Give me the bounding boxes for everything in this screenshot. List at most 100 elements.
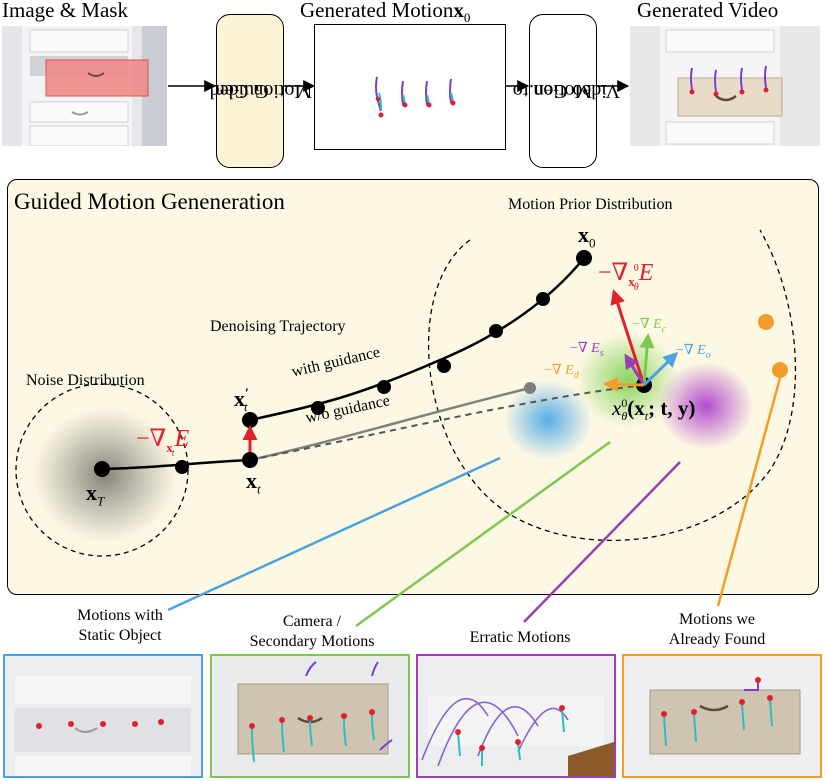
denoising-trajectory-label: Denoising Trajectory (210, 318, 346, 335)
grad-o-arrow (642, 351, 679, 387)
grad-c-nabla: −∇ (632, 317, 650, 332)
xt-prime-label: x′t (234, 386, 249, 415)
grad-s-sub: s (599, 347, 604, 359)
xt-prime-sub: t (243, 399, 248, 415)
point-x0 (576, 250, 592, 266)
xt-label: xt (246, 468, 261, 497)
caption-found-1: Motions we (679, 611, 755, 628)
point-xt-prime (242, 412, 258, 428)
grad-top-E: E (638, 260, 654, 286)
grad-top-subsup: 0 (633, 263, 639, 274)
caption-erratic-1: Erratic Motions (469, 629, 571, 646)
xT-symbol: x (86, 480, 97, 505)
grad-s-label: −∇ Es (570, 340, 604, 359)
xT-sub: T (97, 493, 105, 509)
caption-static-1: Motions with (77, 607, 163, 624)
image-mask-title: Image & Mask (2, 0, 128, 22)
top-arrows (168, 80, 630, 92)
x0hat-rest: ; t, y) (648, 396, 696, 420)
panel-static-object (3, 654, 203, 778)
generated-video-title: Generated Video (637, 0, 779, 22)
grad-c-E: E (653, 317, 662, 332)
grad-o-label: −∇ Eo (676, 342, 711, 361)
xt-sub: t (257, 481, 261, 497)
image-mask-thumbnail (2, 26, 167, 146)
cabinet-drawing (2, 26, 167, 146)
generated-motion-sub: 0 (463, 10, 471, 26)
leader-blue (167, 456, 501, 612)
grad-s-nabla: −∇ (570, 341, 588, 356)
unguided-endpoint (524, 382, 536, 394)
static-motion-blob (504, 380, 592, 460)
caption-found-2: Already Found (668, 631, 766, 648)
x0-sub: 0 (589, 235, 596, 251)
grad-s-E: E (591, 341, 600, 356)
x0hat-args-sub: t (644, 409, 649, 424)
generated-motion-canvas (314, 24, 506, 150)
grad-c-label: −∇ Ec (632, 316, 666, 335)
guidance-arrow-x0 (610, 289, 646, 386)
caption-camera-1: Camera / (282, 613, 342, 630)
grad-s-arrow (624, 353, 646, 386)
generated-motion-symbol: x (453, 0, 464, 22)
x0hat-args: (x (627, 396, 645, 420)
grad-left-sub: x (166, 439, 173, 455)
caption-camera-2: Secondary Motions (249, 633, 375, 650)
generated-video-drawing (630, 26, 820, 146)
found-motions-drawing (624, 656, 820, 776)
grad-o-sub: o (705, 349, 711, 361)
grad-top-subsub: θ (633, 281, 639, 293)
grad-left-E: E (174, 426, 190, 452)
secondary-motions-drawing (212, 656, 408, 776)
x0-label: x0 (578, 222, 596, 251)
xT-label: xT (86, 480, 104, 509)
point-a (311, 401, 325, 415)
grad-d-label: −∇ Ed (544, 362, 579, 381)
point-2 (175, 460, 189, 474)
point-xt (242, 452, 258, 468)
xt-symbol: x (246, 468, 257, 493)
generated-video-thumbnail (630, 26, 820, 146)
x0hat-sup: 0 (621, 396, 628, 410)
grad-top-sub: x (628, 273, 635, 289)
leader-green (355, 440, 611, 628)
found-motion-point-2 (772, 362, 788, 378)
static-object-drawing (5, 656, 201, 776)
point-d (489, 324, 503, 338)
panel-found-motions (622, 654, 822, 778)
caption-erratic: Erratic Motions (420, 628, 620, 648)
x0-hat-label: x0θ(xt; t, y) (612, 396, 695, 424)
panel-title: Guided Motion Geneneration (14, 189, 285, 214)
point-xT (94, 461, 110, 477)
x0hat-x: x (612, 396, 622, 420)
unguided-dashed (249, 384, 645, 461)
grad-top-label: −∇x0θE (598, 258, 654, 293)
caption-static-2: Static Object (78, 627, 162, 644)
grad-o-E: E (697, 343, 706, 358)
generated-motion-title-text: Generated Motion (300, 0, 454, 22)
leader-orange (716, 377, 782, 607)
caption-camera: Camera / Secondary Motions (222, 612, 402, 652)
generated-motion-title: Generated Motionx0 (300, 0, 470, 26)
unguided-trajectory (249, 386, 531, 462)
found-motion-point-1 (758, 314, 774, 330)
point-e (536, 292, 550, 306)
panel-erratic-motions (416, 654, 616, 778)
secondary-motion-blob (576, 332, 680, 428)
grad-d-arrow (603, 376, 645, 392)
point-b (377, 380, 391, 394)
grad-left-label: −∇xtE (136, 424, 190, 459)
point-c (437, 359, 451, 373)
grad-d-E: E (565, 363, 574, 378)
motion-prior-label: Motion Prior Distribution (508, 196, 673, 213)
erratic-motions-drawing (418, 656, 614, 776)
erratic-motion-blob (658, 362, 754, 450)
grad-c-sub: c (661, 323, 667, 335)
xt-prime-symbol: x (234, 386, 245, 411)
xt-prime-sup: ′ (245, 386, 249, 402)
x0hat-sub: θ (621, 409, 628, 424)
caption-static: Motions with Static Object (30, 606, 210, 646)
